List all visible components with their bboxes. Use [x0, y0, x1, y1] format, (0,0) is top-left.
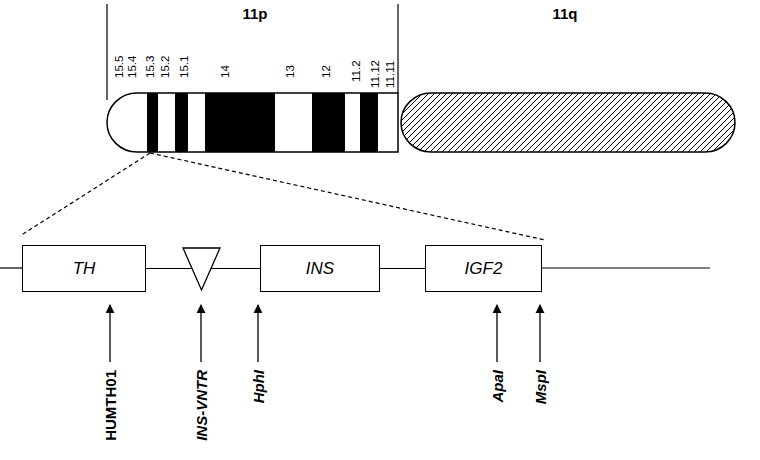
locus-label: INS-VNTR [194, 370, 209, 441]
arm-bracket [106, 4, 107, 100]
gene-name: INS [306, 259, 334, 279]
marker-arrow [257, 305, 258, 362]
marker-arrow [200, 305, 201, 362]
band-label: 14 [220, 65, 232, 78]
marker-arrow [496, 305, 497, 362]
band-label: 15.5 [114, 56, 126, 78]
gene-box: TH [22, 245, 146, 292]
q-arm [401, 93, 735, 152]
locus-label: HUMTH01 [103, 370, 118, 441]
zoom-line [150, 153, 545, 240]
band-label: 13 [285, 65, 297, 78]
marker-arrow [539, 305, 540, 362]
locus-label: ApaI [490, 370, 505, 403]
dna-line [0, 267, 22, 268]
band-label: 11.12 [370, 60, 382, 88]
locus-label: MspI [533, 370, 548, 404]
dna-line [380, 268, 425, 269]
gene-name: TH [73, 259, 96, 279]
band-label: 12 [321, 65, 333, 78]
band-label: 15.1 [179, 56, 191, 78]
band-label: 11.2 [351, 60, 363, 82]
arm-label: 11q [552, 6, 577, 21]
gene-name: IGF2 [465, 259, 503, 279]
locus-label: HphI [251, 370, 266, 403]
p-arm [107, 93, 398, 152]
marker-arrow [109, 305, 110, 362]
vntr-triangle [183, 248, 220, 290]
dna-line [542, 267, 710, 268]
p-arm-bands [100, 90, 400, 155]
band-label: 15.3 [145, 56, 157, 78]
band-label: 15.4 [127, 56, 139, 78]
band-label: 15.2 [160, 56, 172, 78]
arm-bracket [397, 4, 398, 93]
band-label: 11.11 [385, 61, 397, 88]
gene-box: IGF2 [425, 245, 542, 292]
zoom-line [20, 153, 150, 236]
arm-label: 11p [242, 6, 267, 21]
gene-box: INS [260, 245, 380, 292]
